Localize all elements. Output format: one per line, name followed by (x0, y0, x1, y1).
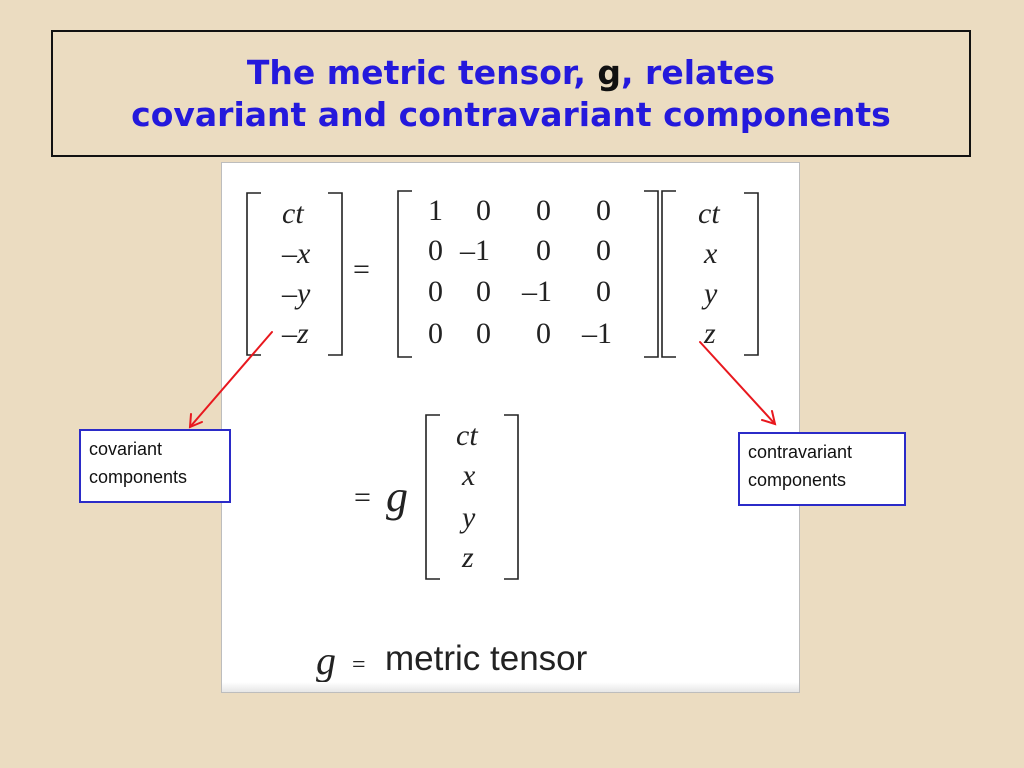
legend-g-symbol: g (316, 638, 336, 683)
bracket-layer (246, 190, 759, 580)
rhs-entry: z (704, 317, 716, 350)
lhs-bracket-left (246, 192, 261, 356)
short-form-entry: z (462, 541, 474, 574)
lhs-entry: –z (282, 317, 309, 350)
title-text-post: , relates (621, 52, 776, 92)
matrix-bracket-left (397, 190, 412, 358)
matrix-cell: –1 (460, 234, 490, 267)
legend-equals: = (352, 652, 366, 678)
rhs-entry: x (704, 237, 718, 270)
short-form-g: g (386, 472, 408, 521)
short-form-entry: y (462, 501, 476, 534)
matrix-cell: 0 (476, 194, 491, 227)
callout-line: components (89, 467, 188, 487)
vector-bracket-left (425, 414, 440, 580)
matrix-cell: 0 (428, 234, 443, 267)
matrix-cell: 0 (476, 275, 491, 308)
title-text-pre: The metric tensor, (246, 52, 598, 92)
title-g-symbol: g (597, 52, 622, 92)
lhs-entry: –x (282, 237, 311, 270)
matrix-cell: 0 (596, 234, 611, 267)
vector-bracket-right (504, 414, 519, 580)
figure-bottom-shade (222, 682, 799, 692)
matrix-bracket-right (644, 190, 659, 358)
title-box: The metric tensor, g, relates covariant … (51, 30, 971, 157)
title-line-1: The metric tensor, g, relates (247, 52, 775, 94)
rhs-entry: ct (698, 197, 720, 230)
callout-line: covariant (89, 439, 163, 459)
matrix-cell: 0 (428, 275, 443, 308)
equals-sign: = (353, 253, 370, 286)
covariant-callout: covariant components (79, 429, 231, 503)
matrix-cell: 0 (476, 317, 491, 350)
short-form-entry: x (462, 459, 476, 492)
contravariant-callout: contravariant components (738, 432, 906, 506)
matrix-cell: 0 (536, 194, 551, 227)
callout-line: components (748, 470, 847, 490)
title-line-2: covariant and contravariant components (131, 94, 891, 134)
matrix-cell: 0 (596, 275, 611, 308)
short-form-equals: = (354, 481, 371, 514)
covariant-arrow (188, 331, 273, 429)
matrix-cell: 1 (428, 194, 443, 227)
short-form-entry: ct (456, 419, 478, 452)
matrix-cell: 0 (536, 317, 551, 350)
matrix-cell: 0 (596, 194, 611, 227)
equation-figure: ct –x –y –z = 1 0 0 0 0 –1 0 0 0 0 –1 0 … (221, 162, 800, 693)
matrix-cell: –1 (582, 317, 612, 350)
rhs-bracket-right (744, 192, 759, 356)
matrix-cell: 0 (428, 317, 443, 350)
contravariant-arrow (699, 341, 777, 426)
lhs-entry: –y (282, 277, 311, 310)
lhs-bracket-right (328, 192, 343, 356)
lhs-entry: ct (282, 197, 304, 230)
rhs-entry: y (704, 277, 718, 310)
callout-line: contravariant (748, 442, 853, 462)
rhs-bracket-left-inner (661, 190, 676, 358)
matrix-cell: –1 (522, 275, 552, 308)
legend-text: metric tensor (385, 639, 588, 678)
matrix-cell: 0 (536, 234, 551, 267)
